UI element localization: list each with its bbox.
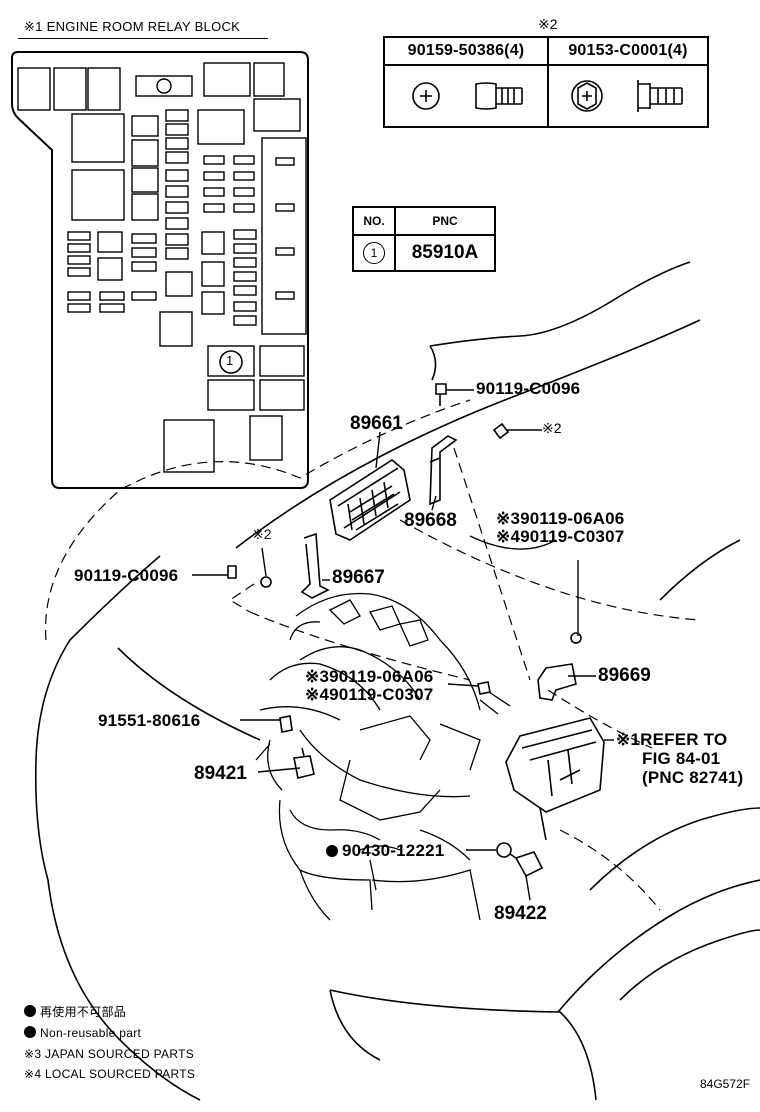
bracket-89669-drawing bbox=[537, 663, 577, 701]
callout-refer-text: (PNC 82741) bbox=[642, 768, 744, 787]
pnc-table: NO. PNC 1 85910A bbox=[352, 206, 496, 272]
fastener-table: 90159-50386(4) 90153-C0001(4) bbox=[383, 36, 709, 128]
callout-part-no: 89421 bbox=[194, 763, 247, 784]
leader-lines bbox=[192, 389, 614, 901]
bolt-icons bbox=[227, 383, 582, 733]
ecu-89661-drawing bbox=[329, 459, 411, 541]
non-reusable-dot-icon bbox=[24, 1026, 36, 1038]
relay-position-1-circle bbox=[219, 350, 243, 374]
relay-block-title: ※1 ENGINE ROOM RELAY BLOCK bbox=[24, 19, 241, 34]
vehicle-body-outline bbox=[34, 261, 760, 1101]
callout-part-no: 89661 bbox=[350, 413, 403, 434]
legend-note-3: ※3 JAPAN SOURCED PARTS bbox=[24, 1047, 195, 1061]
callout-part-no: ※490119-C0307 bbox=[305, 685, 434, 704]
non-reusable-dot-icon bbox=[326, 845, 338, 857]
pnc-col-no: NO. bbox=[352, 206, 396, 236]
non-reusable-dot-icon bbox=[24, 1005, 36, 1017]
callout-part-no: 89669 bbox=[598, 665, 651, 686]
pnc-row-value: 85910A bbox=[394, 234, 496, 272]
legend-note-4: ※4 LOCAL SOURCED PARTS bbox=[24, 1067, 196, 1081]
legend-en: Non-reusable part bbox=[40, 1026, 142, 1040]
bracket-89668-drawing bbox=[429, 435, 458, 506]
relay-position-marker: 1 bbox=[226, 353, 234, 368]
callout-part-no: ※490119-C0307 bbox=[496, 527, 625, 546]
gasket-90430-drawing bbox=[496, 842, 512, 858]
relay-block-outline bbox=[11, 51, 309, 489]
engine-drawing bbox=[255, 592, 511, 921]
hidden-lines bbox=[44, 399, 701, 911]
callout-refer-text: FIG 84-01 bbox=[642, 749, 721, 768]
fastener-part-no: 90159-50386(4) bbox=[407, 42, 525, 59]
callout-part-no: 90430-12221 bbox=[342, 841, 445, 860]
fastener-part-no: 90153-C0001(4) bbox=[568, 42, 688, 59]
figure-code: 84G572F bbox=[700, 1077, 751, 1091]
callout-refer-text: ※1REFER TO bbox=[616, 730, 728, 749]
relay-block-components bbox=[17, 62, 307, 473]
sensor-89422-drawing bbox=[509, 851, 544, 878]
relay-block-title-underline bbox=[18, 38, 268, 39]
bracket-89667-drawing bbox=[300, 532, 330, 599]
callout-mark: ※2 bbox=[542, 420, 562, 436]
callout-part-no: 89668 bbox=[404, 510, 457, 531]
fastener-header-mark: ※2 bbox=[538, 16, 558, 32]
refer-module-drawing bbox=[505, 717, 605, 841]
callout-part-no: 90119-C0096 bbox=[74, 566, 179, 585]
callout-part-no: ※390119-06A06 bbox=[305, 667, 434, 686]
sensor-89421-drawing bbox=[293, 747, 315, 779]
legend-jp: 再使用不可部品 bbox=[40, 1005, 127, 1019]
callout-mark: ※2 bbox=[252, 526, 272, 542]
callout-part-no: 89667 bbox=[332, 567, 385, 588]
pnc-row-no: 1 bbox=[363, 242, 385, 264]
callout-part-no: 91551-80616 bbox=[98, 711, 201, 730]
pnc-col-pnc: PNC bbox=[394, 206, 496, 236]
callout-part-no: 89422 bbox=[494, 903, 547, 924]
callout-part-no: 90119-C0096 bbox=[476, 379, 581, 398]
callout-part-no: ※390119-06A06 bbox=[496, 509, 625, 528]
